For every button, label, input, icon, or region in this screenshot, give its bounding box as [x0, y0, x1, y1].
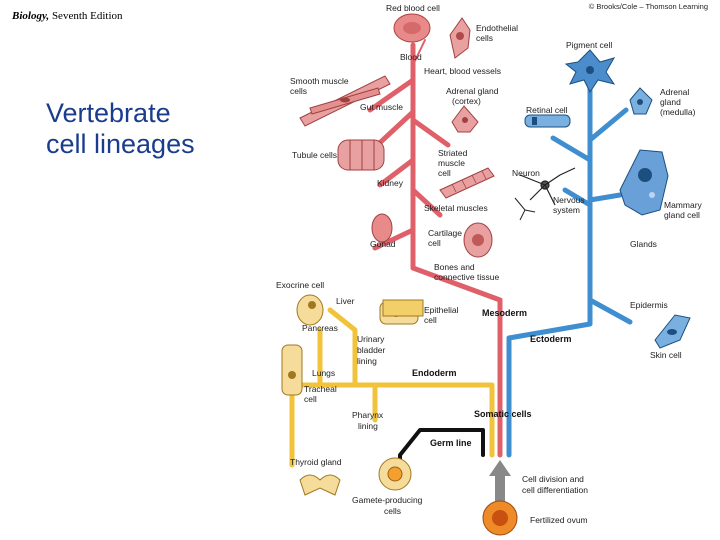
label-gamete-1: Gamete-producing: [352, 495, 423, 505]
mammary-gland-drawing: [619, 149, 669, 216]
ectoderm-branches: [506, 69, 633, 458]
skin-cell-drawing: [654, 314, 691, 349]
label-tracheal-2: cell: [304, 394, 317, 404]
tubule-cells-drawing: [337, 139, 385, 171]
title-line-1: Vertebrate: [46, 98, 171, 128]
pigment-cell-drawing: [564, 49, 616, 93]
label-gut-muscle: Gut muscle: [360, 102, 403, 112]
nervous-system-drawing: [514, 197, 536, 221]
label-cartilage-2: cell: [428, 238, 441, 248]
label-urinary-3: lining: [357, 356, 377, 366]
label-pharynx-1: Pharynx: [352, 410, 384, 420]
label-exocrine: Exocrine cell: [276, 280, 324, 290]
label-neuron: Neuron: [512, 168, 540, 178]
label-retinal-cell: Retinal cell: [526, 105, 568, 115]
label-cartilage-1: Cartilage: [428, 228, 462, 238]
label-tracheal-1: Tracheal: [304, 384, 337, 394]
gamete-cell-drawing: [378, 457, 412, 491]
label-liver: Liver: [336, 296, 355, 306]
thyroid-drawing: [299, 474, 341, 496]
label-striated-muscle-2: muscle: [438, 158, 465, 168]
label-tubule-cells: Tubule cells: [292, 150, 337, 160]
label-adrenal-medulla-3: (medulla): [660, 107, 696, 117]
label-cell-division-1: Cell division and: [522, 474, 584, 484]
label-germ-line: Germ line: [430, 438, 472, 448]
label-adrenal-cortex-2: (cortex): [452, 96, 481, 106]
label-gamete-2: cells: [384, 506, 401, 516]
label-gonad: Gonad: [370, 239, 396, 249]
label-endothelial-1: Endothelial: [476, 23, 518, 33]
label-ectoderm: Ectoderm: [530, 334, 572, 344]
epithelial-cell-drawing: [382, 299, 424, 317]
red-blood-cell-drawing: [393, 13, 431, 43]
label-kidney: Kidney: [377, 178, 404, 188]
label-skeletal-muscles: Skeletal muscles: [424, 203, 488, 213]
label-pharynx-2: lining: [358, 421, 378, 431]
label-skin-cell: Skin cell: [650, 350, 682, 360]
title-line-2: cell lineages: [46, 129, 195, 159]
cell-division-arrow: [489, 460, 511, 505]
label-striated-muscle-1: Striated: [438, 148, 468, 158]
label-epithelial-2: cell: [424, 315, 437, 325]
label-thyroid: Thyroid gland: [290, 457, 342, 467]
neuron-drawing: [519, 167, 576, 206]
label-smooth-muscle-2: cells: [290, 86, 307, 96]
cartilage-cell-drawing: [463, 222, 493, 258]
label-adrenal-medulla-1: Adrenal: [660, 87, 689, 97]
fertilized-ovum-drawing: [482, 500, 518, 536]
label-somatic-cells: Somatic cells: [474, 409, 532, 419]
label-endoderm: Endoderm: [412, 368, 457, 378]
adrenal-medulla-drawing: [629, 87, 653, 115]
label-urinary-1: Urinary: [357, 334, 385, 344]
copyright-notice: © Brooks/Cole – Thomson Learning: [588, 2, 708, 11]
label-epithelial-1: Epithelial: [424, 305, 459, 315]
label-pigment-cell: Pigment cell: [566, 40, 612, 50]
label-adrenal-cortex-1: Adrenal gland: [446, 86, 499, 96]
slide-header: Biology, Seventh Edition: [12, 10, 123, 22]
gonad-drawing: [371, 213, 393, 243]
label-lungs: Lungs: [312, 368, 335, 378]
label-bones-1: Bones and: [434, 262, 475, 272]
retinal-cell-drawing: [524, 114, 571, 128]
label-endothelial-2: cells: [476, 33, 493, 43]
label-cell-division-2: cell differentiation: [522, 485, 588, 495]
smooth-muscle-drawing: [299, 75, 391, 127]
slide-title: Vertebrate cell lineages: [46, 98, 266, 160]
striated-muscle-drawing: [439, 167, 495, 199]
label-mesoderm: Mesoderm: [482, 308, 527, 318]
exocrine-cell-drawing: [296, 294, 324, 326]
label-nervous-system-2: system: [553, 205, 580, 215]
label-blood: Blood: [400, 52, 422, 62]
tracheal-cell-drawing: [281, 344, 303, 396]
adrenal-cortex-drawing: [451, 105, 479, 133]
label-red-blood-cell: Red blood cell: [386, 3, 440, 13]
label-nervous-system-1: Nervous: [553, 195, 585, 205]
label-fertilized-ovum: Fertilized ovum: [530, 515, 588, 525]
label-pancreas: Pancreas: [302, 323, 338, 333]
label-adrenal-medulla-2: gland: [660, 97, 681, 107]
label-mammary-2: gland cell: [664, 210, 700, 220]
label-urinary-2: bladder: [357, 345, 386, 355]
book-title: Biology,: [12, 10, 50, 22]
label-bones-2: connective tissue: [434, 272, 499, 282]
endoderm-branches: [289, 307, 495, 468]
label-striated-muscle-3: cell: [438, 168, 451, 178]
label-mammary-1: Mammary: [664, 200, 703, 210]
book-edition: Seventh Edition: [51, 10, 123, 22]
label-epidermis: Epidermis: [630, 300, 668, 310]
label-smooth-muscle-1: Smooth muscle: [290, 76, 349, 86]
label-heart-vessels: Heart, blood vessels: [424, 66, 501, 76]
endothelial-cell-drawing: [449, 17, 471, 59]
label-glands: Glands: [630, 239, 657, 249]
